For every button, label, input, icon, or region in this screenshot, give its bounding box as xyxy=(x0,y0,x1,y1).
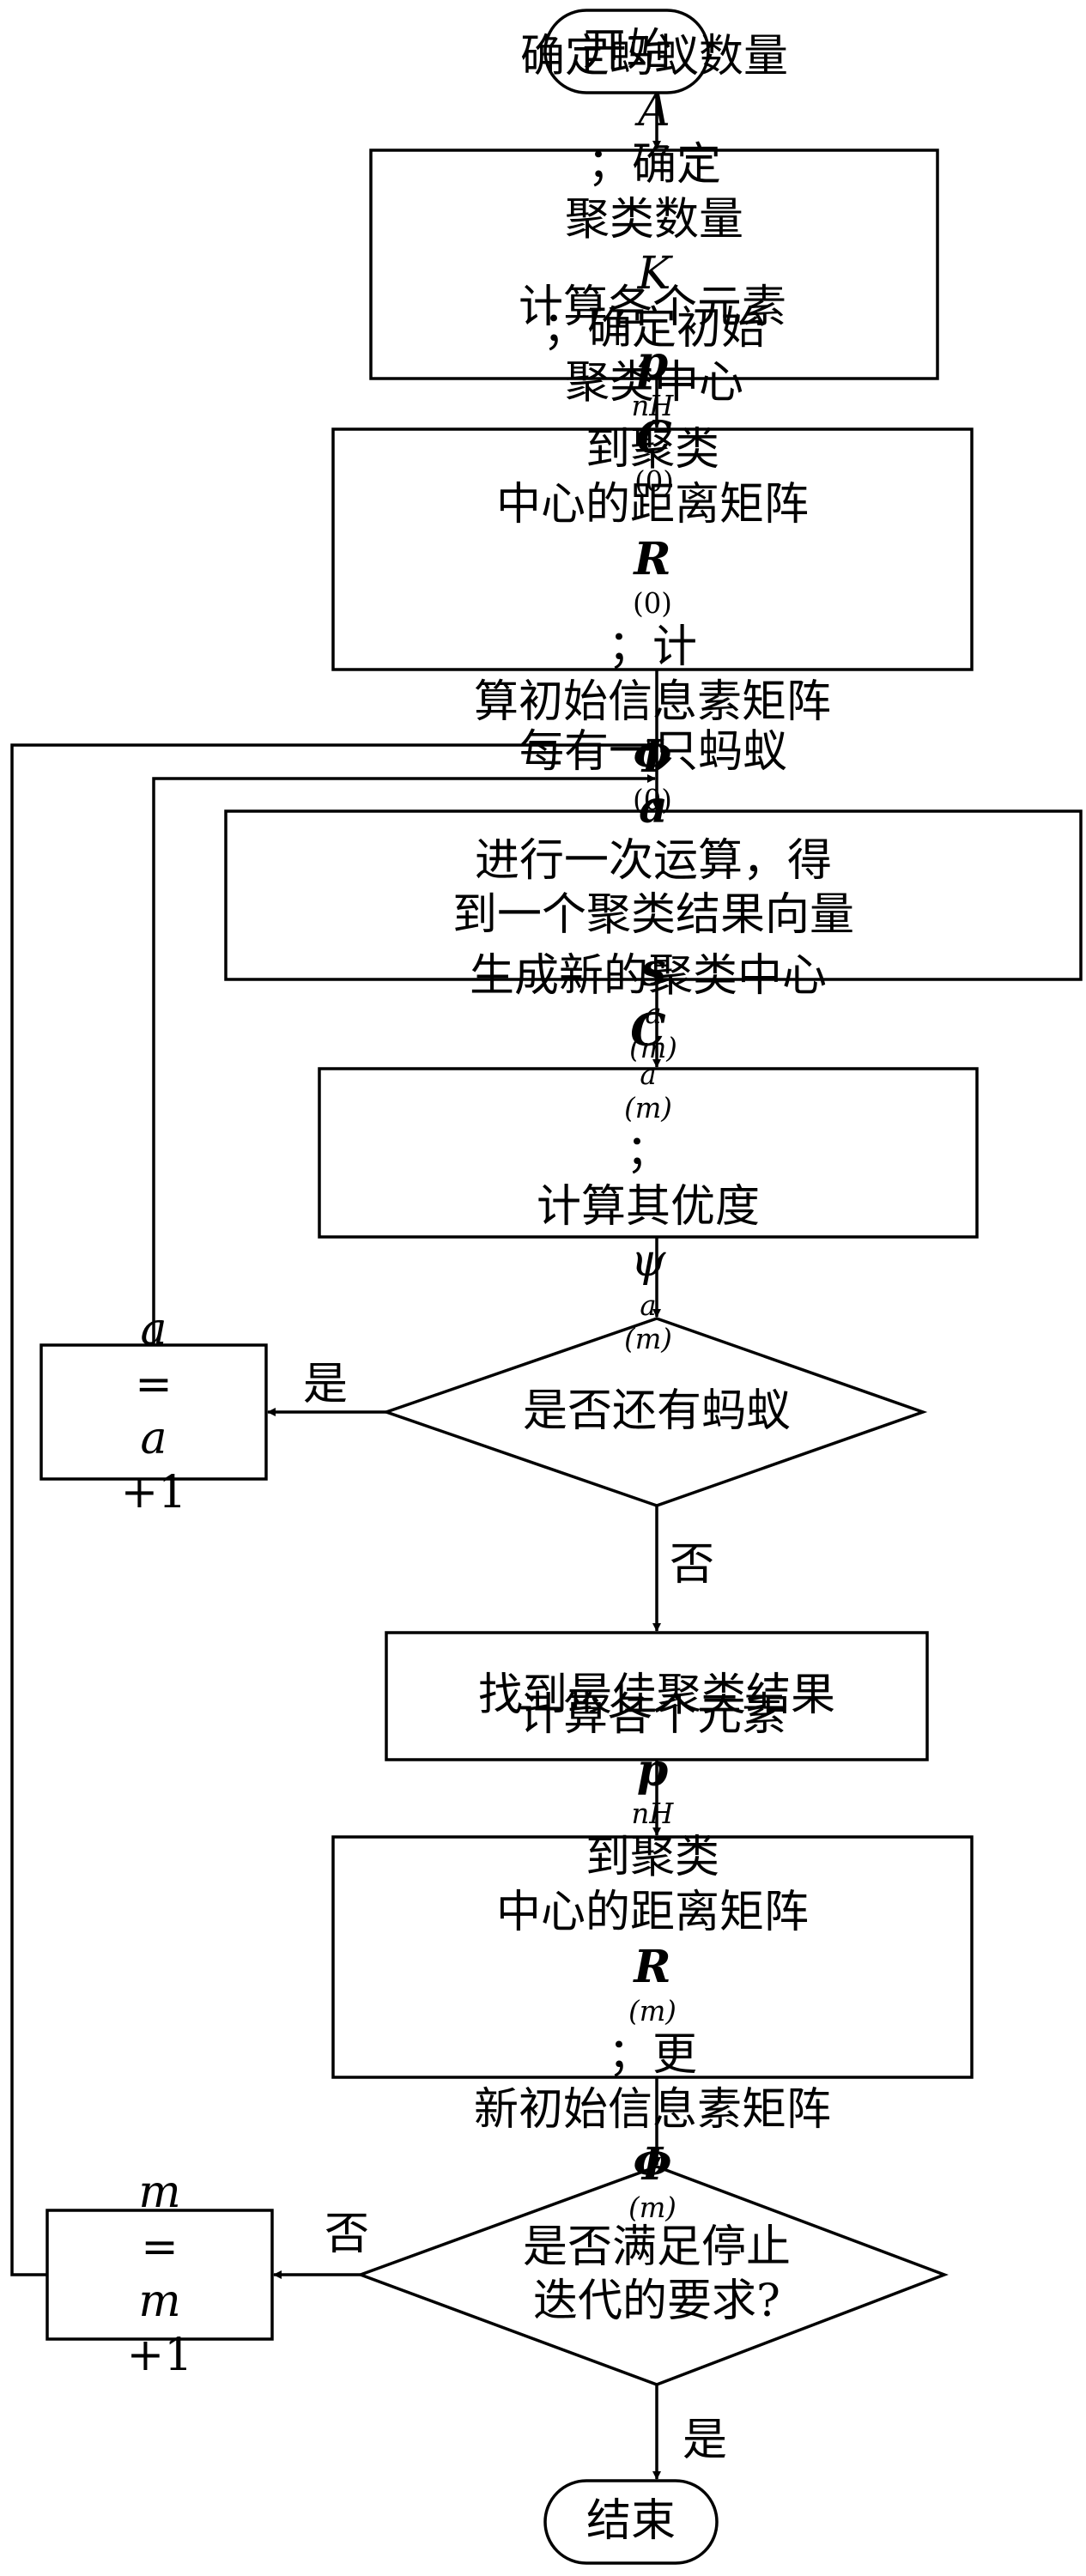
end-terminal-shape xyxy=(543,2479,719,2565)
decision2-text: 是否满足停止 迭代的要求? xyxy=(429,2206,884,2343)
decision1-label: 是否还有蚂蚁 xyxy=(522,1385,791,1438)
decision1-no-label: 否 xyxy=(670,1539,715,1591)
step5-box xyxy=(385,1631,929,1761)
end-label: 结束 xyxy=(585,2495,676,2548)
step4-box xyxy=(318,1067,979,1239)
step5-label: 找到最佳聚类结果 xyxy=(477,1670,835,1722)
start-label: 开始 xyxy=(581,25,671,77)
decision2-line2: 迭代的要求? xyxy=(533,2276,780,2327)
start-terminal: 开始 xyxy=(545,10,708,93)
decision2-line1: 是否满足停止 xyxy=(522,2221,791,2273)
decision1-yes-label: 是 xyxy=(303,1359,349,1410)
decision1-text: 是否还有蚂蚁 xyxy=(429,1365,884,1459)
decision2-no-label: 否 xyxy=(325,2209,370,2260)
loop2-label: m=m+1 xyxy=(126,2167,193,2382)
loop1-text: a=a+1 xyxy=(41,1304,266,1518)
step1-box xyxy=(369,148,939,380)
step5-text: 找到最佳聚类结果 xyxy=(386,1633,927,1760)
step3-box xyxy=(224,809,1083,981)
loop2-box xyxy=(46,2209,274,2341)
step2-box xyxy=(331,427,974,671)
start-terminal-shape xyxy=(543,9,710,94)
end-terminal: 结束 xyxy=(545,2481,717,2563)
loop2-text: m=m+1 xyxy=(47,2167,272,2381)
step6-box xyxy=(331,1835,974,2079)
loop1-label: a=a+1 xyxy=(120,1304,187,1519)
decision2-yes-label: 是 xyxy=(683,2415,728,2466)
